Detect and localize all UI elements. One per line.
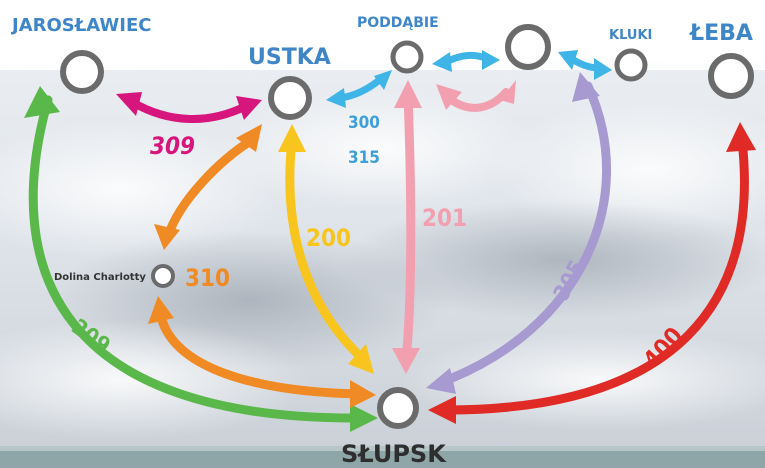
stop-ustka (268, 76, 312, 120)
route-300-315-arrow-a1 (326, 88, 346, 108)
city-labels: JAROSŁAWIEC USTKA PODDĄBIE KLUKI ŁEBA Do… (10, 15, 753, 468)
route-310-arrow-slupsk (350, 380, 376, 408)
route-201-arrow-top (394, 80, 422, 108)
route-300-315-arrow-b2 (482, 50, 500, 70)
route-305-arrow-top (572, 72, 600, 102)
route-310-arrow-dolina (154, 224, 180, 250)
stop-kluki (614, 48, 648, 82)
route-400-arrow-bottom (428, 396, 456, 424)
route-label-200: 200 (306, 224, 351, 252)
route-310-arrow-ustka (236, 124, 262, 152)
label-slupsk: SŁUPSK (341, 440, 447, 468)
route-309-line (128, 98, 250, 123)
route-201-east-arrow-right (500, 80, 516, 104)
stops (60, 24, 754, 429)
route-201-arrow-bottom (392, 348, 420, 374)
route-label-315: 315 (348, 148, 380, 168)
stop-leba (708, 53, 754, 99)
route-305-arrow-bottom (426, 368, 456, 394)
route-label-300: 300 (348, 113, 380, 133)
route-200-arrow-bottom (348, 344, 374, 374)
route-400-line (441, 135, 749, 415)
route-209-arrow-top (24, 86, 60, 118)
routes (24, 50, 756, 432)
stop-poddabie (390, 40, 424, 74)
route-label-309: 309 (150, 132, 195, 160)
label-kluki: KLUKI (609, 28, 652, 43)
route-309-arrow-left (116, 92, 142, 116)
label-poddabie: PODDĄBIE (357, 15, 439, 31)
route-label-201: 201 (422, 204, 467, 232)
route-310-line-upper (163, 135, 257, 241)
route-209-line (28, 95, 365, 423)
label-dolina-charlotty: Dolina Charlotty (54, 272, 146, 283)
stop-dolina-charlotty (151, 264, 175, 288)
label-ustka: USTKA (248, 45, 331, 70)
stop-east-of-poddabie (505, 24, 551, 70)
route-305-line (437, 81, 612, 387)
route-300-315-arrow-b1 (432, 52, 452, 72)
route-201-east-arrow-left (436, 84, 462, 110)
route-300-315-arrow-a2 (374, 70, 392, 90)
stop-slupsk (377, 387, 419, 429)
route-400-arrow-top (726, 122, 756, 152)
route-300-315-arrow-c2 (594, 58, 612, 80)
route-209-arrow-bottom (350, 404, 378, 432)
stop-jaroslawiec (60, 50, 104, 94)
route-310-line-lower (155, 307, 365, 399)
route-label-310: 310 (185, 264, 230, 292)
route-200-line (285, 135, 369, 365)
label-leba: ŁEBA (689, 21, 753, 46)
route-201-line (401, 91, 416, 365)
route-200-arrow-top (278, 124, 306, 152)
label-jaroslawiec: JAROSŁAWIEC (10, 15, 152, 36)
route-300-315-arrow-c1 (558, 50, 578, 70)
route-310-arrow-dolina-lower (148, 296, 174, 324)
route-309-arrow-right (236, 96, 262, 120)
